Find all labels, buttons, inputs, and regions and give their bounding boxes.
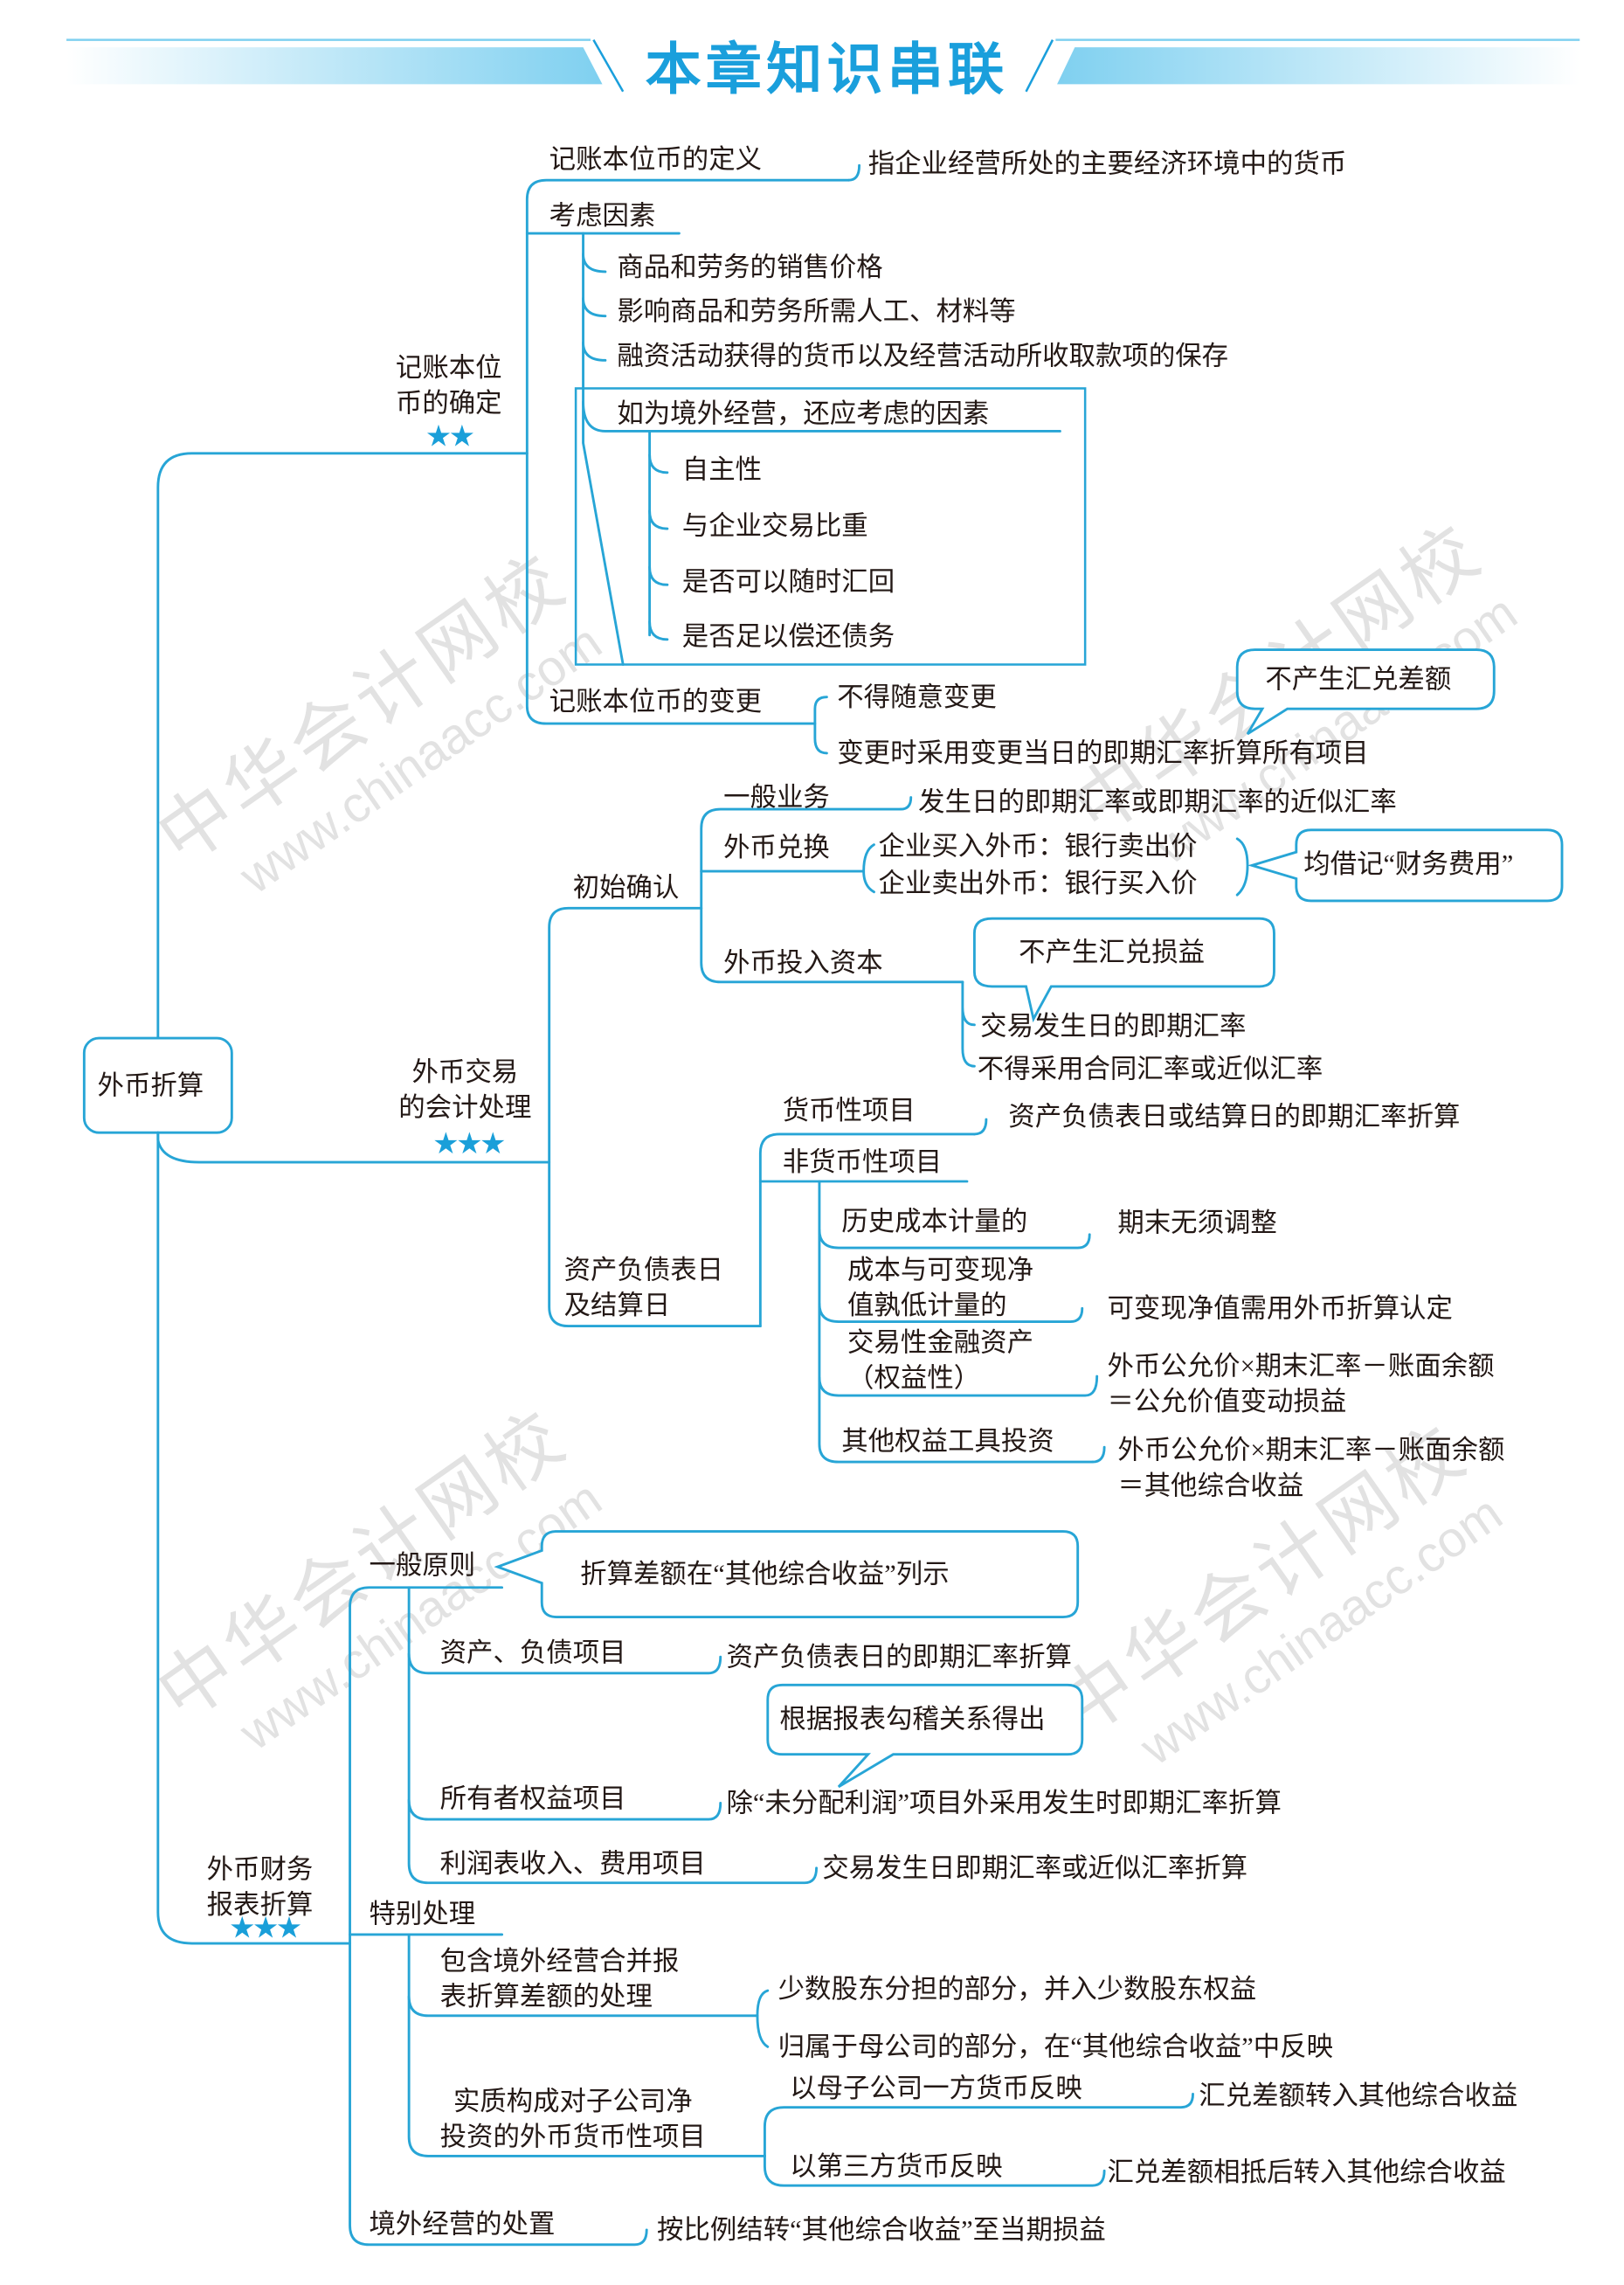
importance-stars: ★★★: [228, 1912, 302, 1945]
leaf: 是否足以偿还债务: [681, 621, 895, 652]
leaf: 汇兑差额相抵后转入其他综合收益: [1107, 2157, 1506, 2187]
node-general: 一般业务: [723, 782, 830, 813]
leaf: 交易发生日的即期汇率: [980, 1011, 1247, 1042]
leaf: 不得采用合同汇率或近似汇率: [977, 1054, 1323, 1084]
leaf: 归属于母公司的部分，在“其他综合收益”中反映: [777, 2032, 1334, 2062]
importance-stars: ★★★: [432, 1128, 506, 1161]
node-principle: 一般原则: [369, 1550, 476, 1581]
node-item: 交易性金融资产 （权益性）: [847, 1327, 1033, 1393]
leaf: 是否可以随时汇回: [681, 566, 895, 597]
node-third-currency: 以第三方货币反映: [790, 2151, 1003, 2182]
leaf: 汇兑差额转入其他综合收益: [1199, 2081, 1518, 2111]
leaf: 资产负债表日的即期汇率折算: [726, 1642, 1072, 1672]
node-item: 历史成本计量的: [841, 1206, 1028, 1236]
node-assets: 资产、负债项目: [439, 1638, 626, 1668]
leaf: 可变现净值需用外币折算认定: [1107, 1293, 1453, 1324]
node-change: 记账本位币的变更: [549, 686, 763, 717]
leaf: 企业买入外币：银行卖出价: [878, 831, 1198, 862]
node-disposal: 境外经营的处置: [369, 2209, 556, 2240]
node-equity: 所有者权益项目: [439, 1783, 626, 1814]
node-net-investment: 实质构成对子公司净 投资的外币货币性项目: [439, 2086, 706, 2152]
node-parent-currency: 以母子公司一方货币反映: [790, 2073, 1082, 2103]
branch-statement-translation: 外币财务 报表折算: [206, 1854, 314, 1920]
page-title: 本章知识串联: [645, 39, 1009, 102]
leaf: 自主性: [681, 454, 763, 485]
node-monetary: 货币性项目: [782, 1095, 916, 1125]
node-balance-sheet-date: 资产负债表日 及结算日: [563, 1255, 724, 1320]
leaf: 交易发生日即期汇率或近似汇率折算: [822, 1852, 1248, 1883]
node-capital: 外币投入资本: [723, 947, 883, 978]
branch-functional-currency: 记账本位 币的确定: [395, 352, 502, 419]
branch-foreign-transactions: 外币交易 的会计处理: [398, 1057, 532, 1123]
leaf: 外币公允价×期末汇率－账面余额 ＝公允价值变动损益: [1107, 1351, 1495, 1416]
leaf: 商品和劳务的销售价格: [617, 252, 883, 282]
node-definition: 记账本位币的定义: [549, 144, 763, 175]
leaf: 企业卖出外币：银行买入价: [878, 868, 1198, 898]
node-consolidated: 包含境外经营合并报 表折算差额的处理: [439, 1946, 680, 2011]
callout: 不产生汇兑损益: [1019, 938, 1206, 967]
leaf: 指企业经营所处的主要经济环境中的货币: [867, 149, 1347, 179]
leaf: 变更时采用变更当日的即期汇率折算所有项目: [837, 738, 1369, 768]
title-banner: [66, 38, 1580, 93]
node-income: 利润表收入、费用项目: [439, 1848, 706, 1879]
node-overseas-factors: 如为境外经营，还应考虑的因素: [617, 398, 990, 429]
leaf: 影响商品和劳务所需人工、材料等: [617, 296, 1016, 327]
node-nonmonetary: 非货币性项目: [782, 1147, 943, 1177]
callout: 不产生汇兑差额: [1265, 664, 1452, 695]
leaf: 外币公允价×期末汇率－账面余额 ＝其他综合收益: [1117, 1435, 1505, 1501]
node-initial-recognition: 初始确认: [572, 872, 680, 903]
node-item: 成本与可变现净 值孰低计量的: [847, 1255, 1033, 1320]
root-node: 外币折算: [97, 1070, 204, 1101]
node-special: 特别处理: [369, 1899, 476, 1929]
leaf: 发生日的即期汇率或即期汇率的近似汇率: [918, 786, 1397, 817]
callout: 根据报表勾稽关系得出: [779, 1704, 1046, 1735]
leaf: 融资活动获得的货币以及经营活动所收取款项的保存: [617, 341, 1229, 371]
node-exchange: 外币兑换: [723, 833, 830, 862]
leaf: 按比例结转“其他综合收益”至当期损益: [657, 2215, 1106, 2245]
node-factors: 考虑因素: [549, 200, 656, 231]
leaf: 不得随意变更: [837, 682, 997, 712]
leaf: 与企业交易比重: [681, 510, 868, 541]
leaf: 少数股东分担的部分，并入少数股东权益: [777, 1974, 1257, 2005]
leaf: 期末无须调整: [1117, 1208, 1277, 1238]
leaf: 除“未分配利润”项目外采用发生时即期汇率折算: [726, 1788, 1282, 1818]
node-item: 其他权益工具投资: [841, 1426, 1054, 1457]
callout: 折算差额在“其他综合收益”列示: [580, 1559, 950, 1589]
importance-stars: ★★: [425, 420, 475, 454]
callout: 均借记“财务费用”: [1303, 848, 1514, 879]
leaf: 资产负债表日或结算日的即期汇率折算: [1008, 1101, 1461, 1132]
